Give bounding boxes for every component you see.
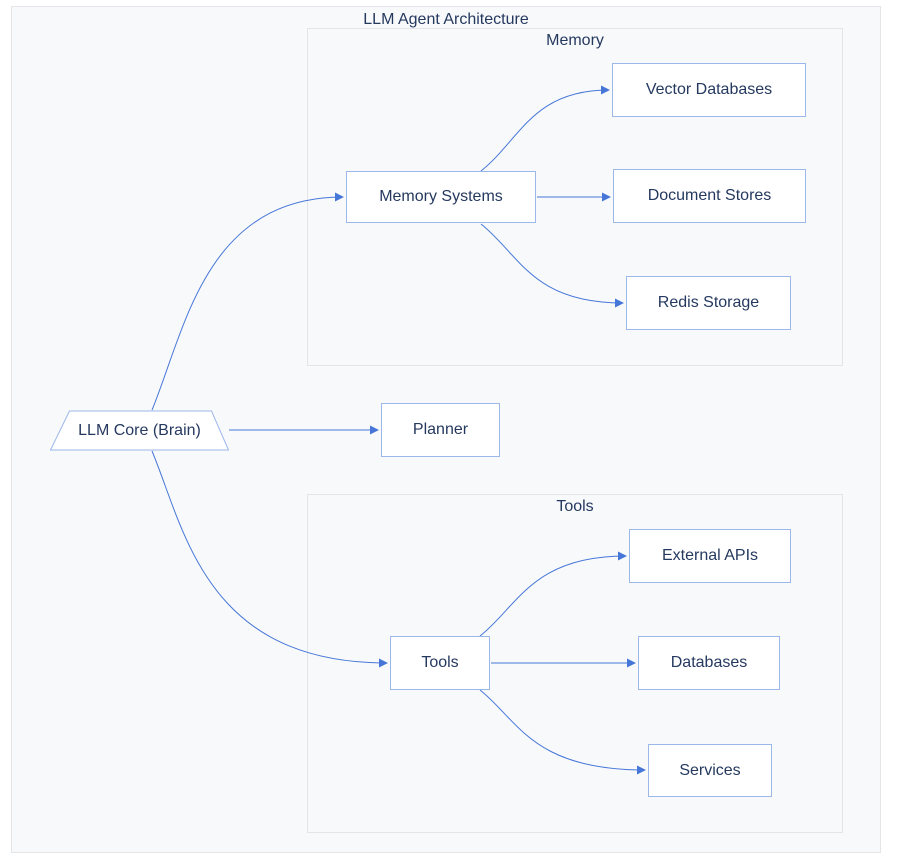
node-planner-label: Planner bbox=[412, 421, 469, 438]
diagram-title: LLM Agent Architecture bbox=[363, 11, 529, 28]
trapezoid-shape bbox=[50, 410, 229, 451]
node-memory-systems-label: Memory Systems bbox=[379, 188, 503, 205]
node-llm-core: LLM Core (Brain) bbox=[50, 410, 229, 451]
node-vector-databases-label: Vector Databases bbox=[645, 81, 773, 98]
cluster-memory-label: Memory bbox=[546, 32, 604, 49]
node-services-label: Services bbox=[679, 761, 741, 779]
node-redis-storage: Redis Storage bbox=[626, 276, 791, 330]
node-tools: Tools bbox=[390, 636, 490, 690]
node-databases: Databases bbox=[638, 636, 780, 690]
node-external-apis: External APIs bbox=[629, 529, 791, 583]
node-llm-core-label: LLM Core (Brain) bbox=[78, 421, 201, 439]
node-document-stores-label: Document Stores bbox=[647, 187, 772, 204]
node-document-stores: Document Stores bbox=[613, 169, 806, 223]
node-planner: Planner bbox=[381, 403, 500, 457]
node-databases-label: Databases bbox=[670, 654, 748, 671]
node-memory-systems: Memory Systems bbox=[346, 171, 536, 223]
node-tools-label: Tools bbox=[421, 654, 459, 671]
node-vector-databases: Vector Databases bbox=[612, 63, 806, 117]
node-redis-storage-label: Redis Storage bbox=[657, 294, 760, 311]
node-services: Services bbox=[648, 744, 772, 797]
node-external-apis-label: External APIs bbox=[661, 547, 759, 564]
cluster-tools-label: Tools bbox=[556, 498, 594, 515]
